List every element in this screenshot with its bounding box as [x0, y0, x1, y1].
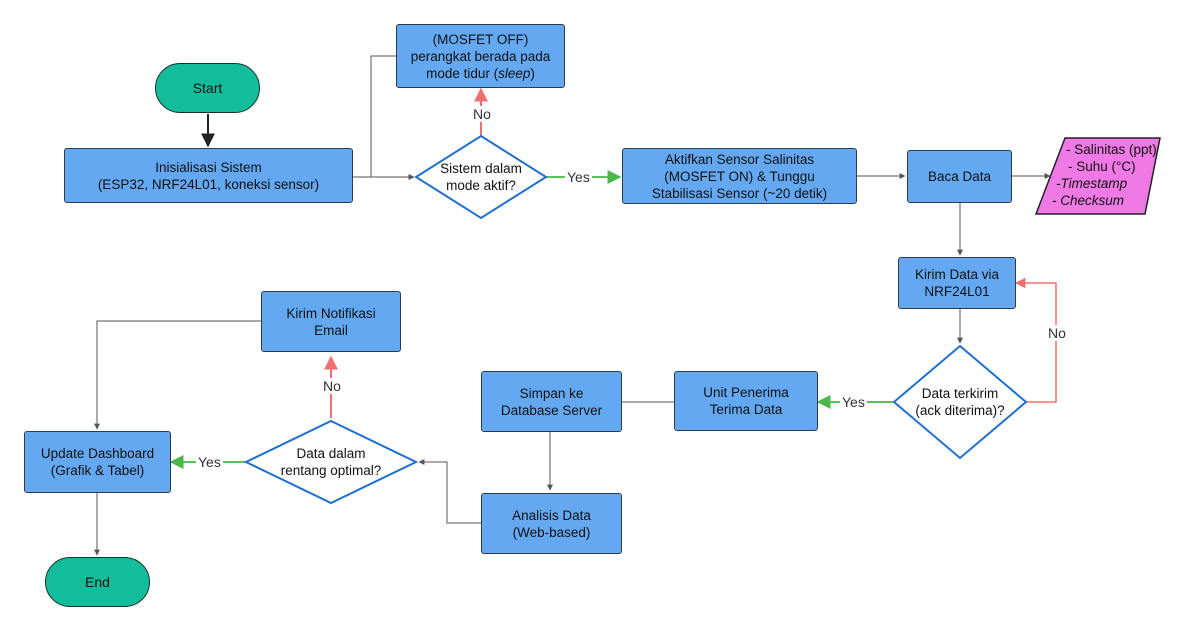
label-yes-dashboard: Yes: [196, 454, 223, 470]
init-line2: (ESP32, NRF24L01, koneksi sensor): [97, 176, 320, 192]
notify-process: Kirim Notifikasi Email: [261, 291, 401, 352]
label-no-notify: No: [321, 378, 343, 394]
label-yes-receiver: Yes: [840, 394, 867, 410]
data-output-shape: [1034, 137, 1161, 215]
analysis-line1: Analisis Data: [512, 507, 591, 523]
end-label: End: [85, 573, 110, 590]
decision-range-shape: [243, 419, 419, 505]
analysis-process: Analisis Data (Web-based): [481, 493, 622, 554]
store-line1: Simpan ke: [519, 385, 584, 401]
label-no-sleep: No: [471, 106, 493, 122]
data-output-temp: - Suhu (°C): [1068, 159, 1136, 174]
dashboard-process: Update Dashboard (Grafik & Tabel): [24, 431, 171, 493]
edge-notify-dashboard: [94, 320, 261, 430]
activate-line3: Stabilisasi Sensor (~20 detik): [651, 185, 828, 201]
receiver-line1: Unit Penerima: [703, 385, 789, 400]
decision-sent-line2: (ack diterima)?: [915, 403, 1005, 418]
decision-sent-line1: Data terkirim: [921, 386, 999, 401]
decision-active-shape: [414, 134, 548, 220]
decision-range-line1: Data dalam: [296, 446, 366, 461]
read-process: Baca Data: [907, 150, 1012, 203]
label-yes-activate: Yes: [565, 169, 592, 185]
activate-line1: Aktifkan Sensor Salinitas: [664, 151, 815, 167]
decision-active-line1: Sistem dalam: [440, 161, 522, 176]
data-output-text: - Salinitas (ppt) - Suhu (°C) -Timestamp…: [1048, 141, 1158, 213]
send-process: Kirim Data via NRF24L01: [898, 257, 1016, 309]
start-label: Start: [192, 79, 223, 96]
notify-line1: Kirim Notifikasi: [286, 305, 376, 321]
init-process: Inisialisasi Sistem (ESP32, NRF24L01, ko…: [64, 148, 353, 203]
end-terminal: End: [45, 557, 150, 607]
edge-sleep-loop: [370, 55, 396, 178]
label-no-resend: No: [1046, 325, 1068, 341]
dashboard-line2: (Grafik & Tabel): [50, 463, 145, 478]
analysis-line2: (Web-based): [512, 524, 591, 540]
receiver-process: Unit Penerima Terima Data: [674, 371, 818, 431]
edge-decision-send-no: [1014, 277, 1057, 403]
decision-range-text: Data dalam rentang optimal?: [246, 445, 416, 479]
send-line1: Kirim Data via: [914, 267, 1000, 282]
sleep-line1: (MOSFET OFF): [432, 31, 529, 47]
start-terminal: Start: [155, 63, 260, 113]
store-process: Simpan ke Database Server: [481, 371, 622, 432]
sleep-line2: perangkat berada pada: [410, 48, 551, 64]
edge-analysis-decision: [418, 459, 481, 524]
activate-line2: (MOSFET ON) & Tunggu: [664, 168, 815, 184]
decision-sent-shape: [892, 344, 1028, 460]
init-line1: Inisialisasi Sistem: [155, 159, 262, 175]
data-output-checksum: - Checksum: [1052, 193, 1125, 208]
receiver-line2: Terima Data: [709, 402, 783, 417]
data-output-timestamp: -Timestamp: [1056, 176, 1128, 191]
sleep-line3: mode tidur (sleep): [426, 65, 535, 81]
send-line2: NRF24L01: [924, 284, 990, 299]
read-label: Baca Data: [927, 169, 992, 184]
decision-range-line2: rentang optimal?: [280, 463, 382, 478]
sleep-process: (MOSFET OFF) perangkat berada pada mode …: [396, 24, 565, 88]
decision-sent-text: Data terkirim (ack diterima)?: [894, 385, 1026, 419]
store-line2: Database Server: [500, 402, 603, 418]
activate-process: Aktifkan Sensor Salinitas (MOSFET ON) & …: [622, 148, 857, 204]
notify-line2: Email: [314, 322, 348, 338]
decision-active-line2: mode aktif?: [446, 178, 516, 193]
decision-active-text: Sistem dalam mode aktif?: [416, 160, 546, 194]
dashboard-line1: Update Dashboard: [40, 446, 155, 461]
data-output-salinity: - Salinitas (ppt): [1066, 142, 1157, 157]
